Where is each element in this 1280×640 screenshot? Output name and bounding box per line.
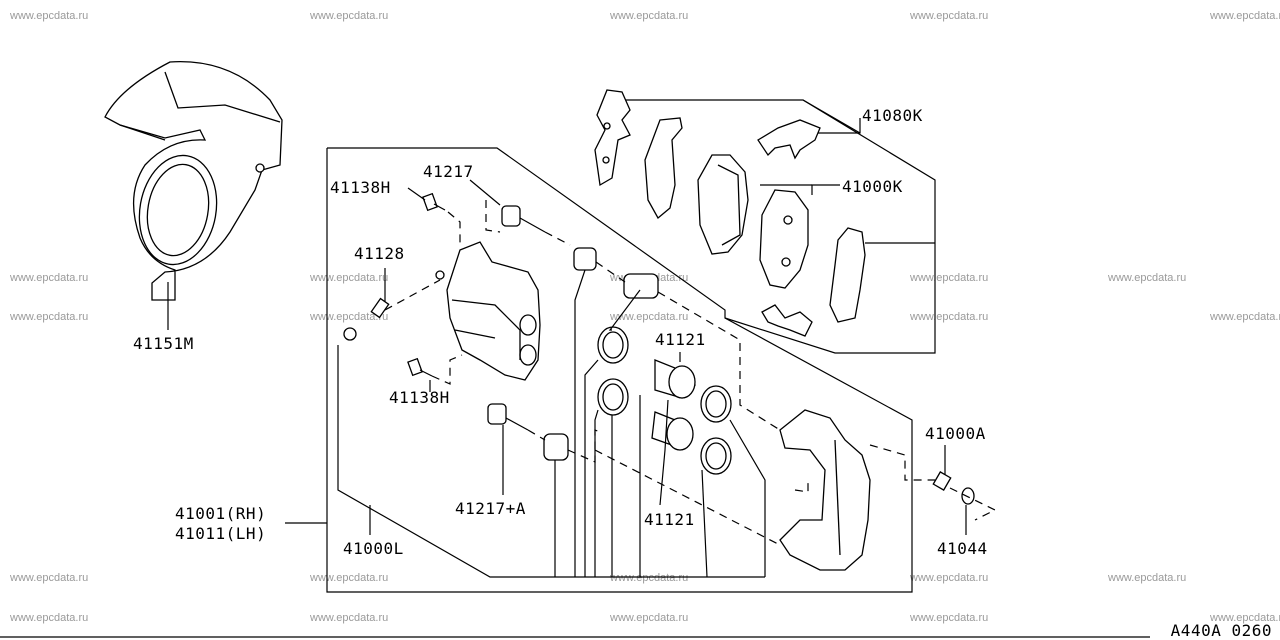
watermark-text: www.epcdata.ru: [310, 311, 389, 323]
leader-41080k-b: [810, 118, 861, 134]
label-41080k: 41080K: [862, 106, 923, 125]
watermark-text: www.epcdata.ru: [1108, 572, 1187, 584]
label-41138h-top: 41138H: [330, 178, 391, 197]
label-41151m: 41151M: [133, 334, 194, 353]
dash-1: [447, 211, 461, 245]
assembly-frame: [326, 147, 913, 593]
reference-code: A440A 0260: [1170, 621, 1272, 640]
watermark-text: www.epcdata.ru: [610, 10, 689, 22]
pad-shim-outer: [594, 89, 631, 187]
label-41000a: 41000A: [925, 424, 986, 443]
label-41121-top: 41121: [655, 330, 706, 349]
pin-boot-top: [573, 247, 659, 299]
watermark-text: www.epcdata.ru: [1210, 612, 1280, 624]
leader-41000k: [811, 184, 840, 195]
dash-2: [544, 231, 571, 246]
watermark-text: www.epcdata.ru: [910, 572, 989, 584]
dust-shield-part: [104, 61, 283, 330]
leader-41217: [469, 179, 501, 206]
watermark-text: www.epcdata.ru: [610, 572, 689, 584]
leader-41080k: [802, 99, 861, 134]
watermark-text: www.epcdata.ru: [910, 272, 989, 284]
pistons: [651, 359, 696, 451]
watermark-text: www.epcdata.ru: [610, 612, 689, 624]
watermark-text: www.epcdata.ru: [310, 612, 389, 624]
watermark-text: www.epcdata.ru: [1108, 272, 1187, 284]
caliper-bracket: [779, 409, 871, 571]
dash-4: [595, 261, 626, 283]
label-41000l: 41000L: [343, 539, 404, 558]
watermark-text: www.epcdata.ru: [10, 612, 89, 624]
dash-5: [657, 291, 781, 431]
watermark-text: www.epcdata.ru: [910, 10, 989, 22]
brake-pad-2: [759, 189, 809, 289]
brake-pad-1: [697, 154, 749, 255]
label-41000k: 41000K: [842, 177, 903, 196]
label-41044: 41044: [937, 539, 988, 558]
bolt-bottom: [407, 357, 433, 377]
caliper-body: [435, 241, 541, 381]
leader-41138h-top: [407, 187, 426, 201]
piston-seals: [597, 326, 732, 475]
pad-clip-bottom: [761, 304, 813, 337]
watermark-text: www.epcdata.ru: [310, 272, 389, 284]
dash-10: [594, 449, 781, 546]
watermark-text: www.epcdata.ru: [10, 572, 89, 584]
watermark-text: www.epcdata.ru: [10, 10, 89, 22]
label-41011: 41011(LH): [175, 524, 267, 543]
pad-kit-frame: [620, 99, 936, 354]
bolt-top: [422, 192, 446, 212]
label-41217: 41217: [423, 162, 474, 181]
dash-12: [949, 487, 997, 521]
watermark-text: www.epcdata.ru: [310, 572, 389, 584]
label-41001: 41001(RH): [175, 504, 267, 523]
watermark-text: www.epcdata.ru: [10, 272, 89, 284]
watermark-text: www.epcdata.ru: [910, 311, 989, 323]
label-41138h-bottom: 41138H: [389, 388, 450, 407]
fan-base: [337, 345, 765, 578]
slide-pin-bottom: [487, 403, 529, 431]
dash-8: [527, 429, 546, 441]
pin-boot-bottom: [543, 433, 569, 461]
label-41217a: 41217+A: [455, 499, 526, 518]
watermark-text: www.epcdata.ru: [610, 311, 689, 323]
slide-pin-top: [501, 205, 546, 233]
label-41121-bottom: 41121: [644, 510, 695, 529]
leader-41121-bottom: [659, 399, 669, 506]
dash-3: [485, 200, 501, 233]
label-41128: 41128: [354, 244, 405, 263]
dash-7: [431, 354, 463, 385]
pad-shim-inner: [644, 117, 683, 220]
bracket-bolt: [932, 471, 975, 505]
dash-6: [384, 279, 441, 311]
dash-11: [869, 444, 935, 481]
watermark-text: www.epcdata.ru: [10, 311, 89, 323]
pad-shim-rear: [829, 227, 866, 323]
watermark-text: www.epcdata.ru: [910, 612, 989, 624]
pad-clip-top: [757, 119, 821, 160]
dash-13: [794, 480, 809, 493]
bleeder-screw: [343, 297, 390, 341]
watermark-text: www.epcdata.ru: [310, 10, 389, 22]
watermark-text: www.epcdata.ru: [1210, 311, 1280, 323]
watermark-text: www.epcdata.ru: [1210, 10, 1280, 22]
